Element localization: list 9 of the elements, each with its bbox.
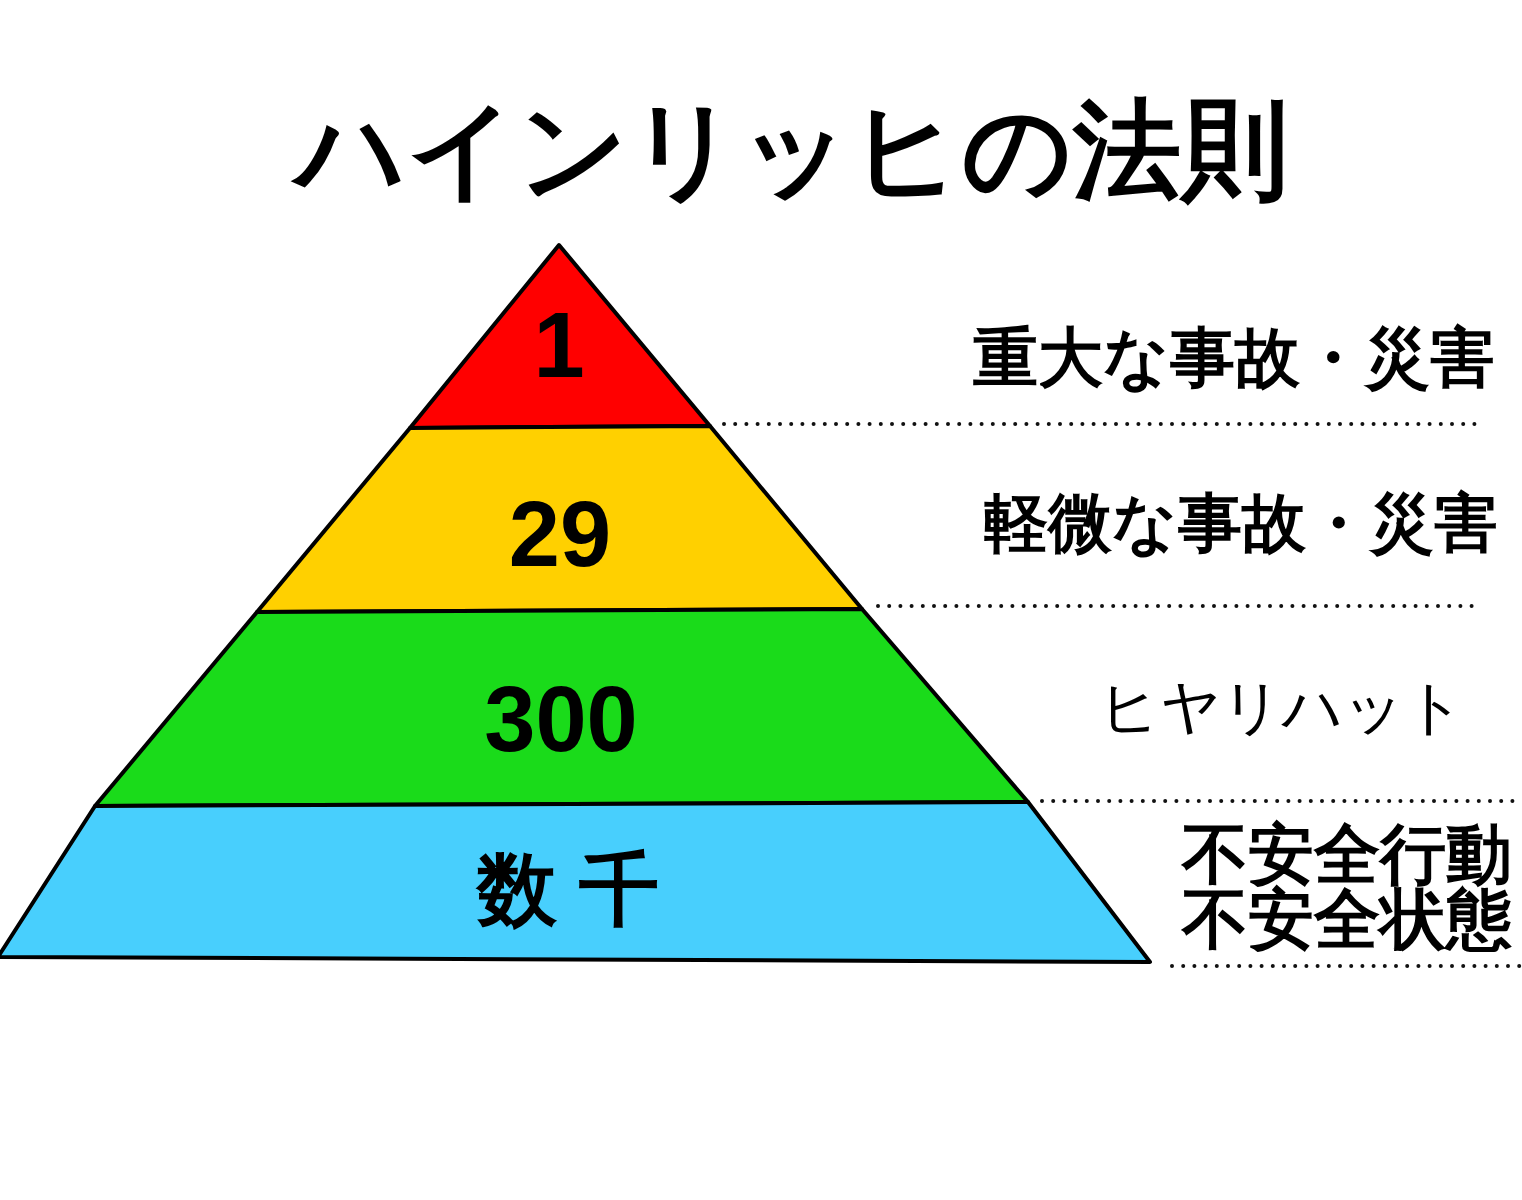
tier-label: ヒヤリハット [1098, 674, 1466, 740]
pyramid-tier [0, 799, 1153, 965]
tier-label: 重大な事故・災害 [972, 322, 1496, 394]
tier-count: 数 千 [476, 846, 660, 934]
tier-count: 1 [533, 295, 585, 397]
tier-label: 軽微な事故・災害 [983, 487, 1499, 559]
tier-count: 300 [484, 669, 638, 771]
diagram-title: ハインリッヒの法則 [282, 82, 1303, 217]
tier-count: 29 [508, 484, 612, 586]
